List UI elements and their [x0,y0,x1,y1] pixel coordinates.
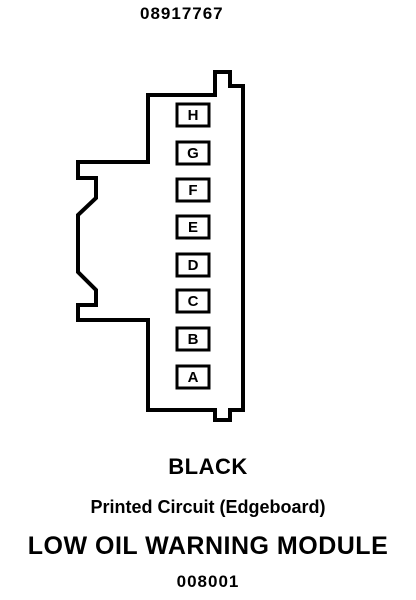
pin-h: H [175,102,211,128]
pin-label-b: B [188,331,199,348]
part-number-code: 08917767 [140,4,224,23]
pin-cavities: H G F E D C B [175,102,211,390]
pin-b: B [175,326,211,352]
pin-a: A [175,364,211,390]
pin-label-g: G [187,145,199,162]
pin-f: F [175,177,211,203]
pin-d: D [175,252,211,278]
pin-label-d: D [188,257,199,274]
pin-g: G [175,140,211,166]
pin-label-f: F [188,182,197,199]
pin-label-e: E [188,219,198,236]
pin-e: E [175,214,211,240]
pin-label-c: C [188,293,199,310]
pin-label-a: A [188,369,199,386]
module-name-label: LOW OIL WARNING MODULE [27,532,389,560]
connector-type-label: Printed Circuit (Edgeboard) [90,497,326,517]
connector-color-label: BLACK [168,454,248,479]
pin-c: C [175,288,211,314]
connector-housing-outline [76,70,245,422]
figure-code: 008001 [176,572,240,591]
pin-label-h: H [188,107,199,124]
